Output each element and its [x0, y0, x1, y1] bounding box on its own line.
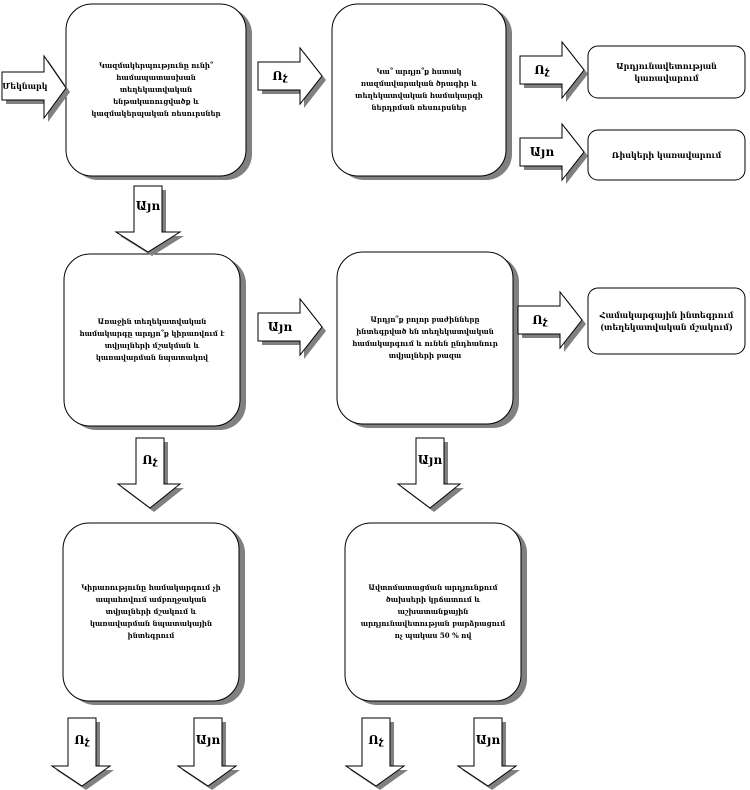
- arrow-a9-label: Ոչ: [74, 733, 90, 747]
- box-1: [65, 3, 252, 180]
- arrow-a5: [257, 297, 326, 359]
- arrow-a3-label: Այո: [529, 145, 555, 159]
- box-2-text: Կա՞ արդյո՞ք հստակ ռազմավարական ծրագիր և …: [355, 67, 483, 112]
- arrow-a10: [176, 717, 240, 790]
- box-6: [587, 129, 746, 181]
- arrow-a11-label: Ոչ: [368, 733, 384, 747]
- box-1-text: Կազմակերպությունը ունի՞ համապատասխան տեղ…: [91, 61, 221, 118]
- box-3-text: Առաջին տեղեկատվական համակարգը արդյո՞ք կի…: [79, 317, 225, 362]
- arrow-a12: [456, 717, 520, 790]
- arrow-a6: [517, 290, 586, 352]
- box-8: [62, 522, 245, 705]
- box-9: [344, 522, 527, 705]
- start-label: Մեկնարկ: [2, 81, 48, 91]
- box-4: [336, 251, 519, 428]
- box-2: [331, 3, 512, 180]
- box-7: [587, 287, 746, 355]
- arrow-a2-label: Ոչ: [534, 63, 550, 77]
- arrow-a11: [344, 717, 408, 790]
- arrow-a1: [257, 46, 326, 108]
- arrow-a6-label: Ոչ: [532, 313, 548, 327]
- box-9-text: Ավտոմատացման արդյունքում ծախսերի կրճատու…: [360, 583, 506, 640]
- start-arrow: [1, 54, 70, 122]
- arrow-a4-label: Այո: [135, 199, 161, 213]
- box-7-text: Համակարգային ինտեգրում (տեղեկատվական մշա…: [599, 310, 734, 332]
- box-5-text: Արդյունավետության կառավարում: [616, 61, 717, 83]
- arrow-a4: [114, 185, 184, 256]
- arrow-a8: [396, 437, 464, 512]
- box-4-text: Արդյո՞ք բոլոր բաժինները ինտեգրված են տեղ…: [352, 315, 498, 360]
- box-5: [587, 45, 746, 99]
- arrow-a8-label: Այո: [417, 453, 443, 467]
- arrow-a1-label: Ոչ: [272, 69, 288, 83]
- box-8-text: Կիրառությունը համակարգում չի ապահովում ա…: [81, 583, 221, 640]
- box-3: [63, 253, 246, 430]
- arrow-a12-label: Այո: [475, 733, 501, 747]
- arrow-a5-label: Այո: [267, 320, 293, 334]
- box-6-text: Ռիսկերի կառավարում: [611, 150, 722, 160]
- arrow-a7-label: Ոչ: [142, 453, 158, 467]
- arrow-a3: [519, 122, 588, 184]
- arrow-a9: [50, 717, 114, 790]
- arrow-a10-label: Այո: [195, 733, 221, 747]
- arrow-a7: [116, 437, 184, 512]
- arrow-a2: [519, 40, 588, 102]
